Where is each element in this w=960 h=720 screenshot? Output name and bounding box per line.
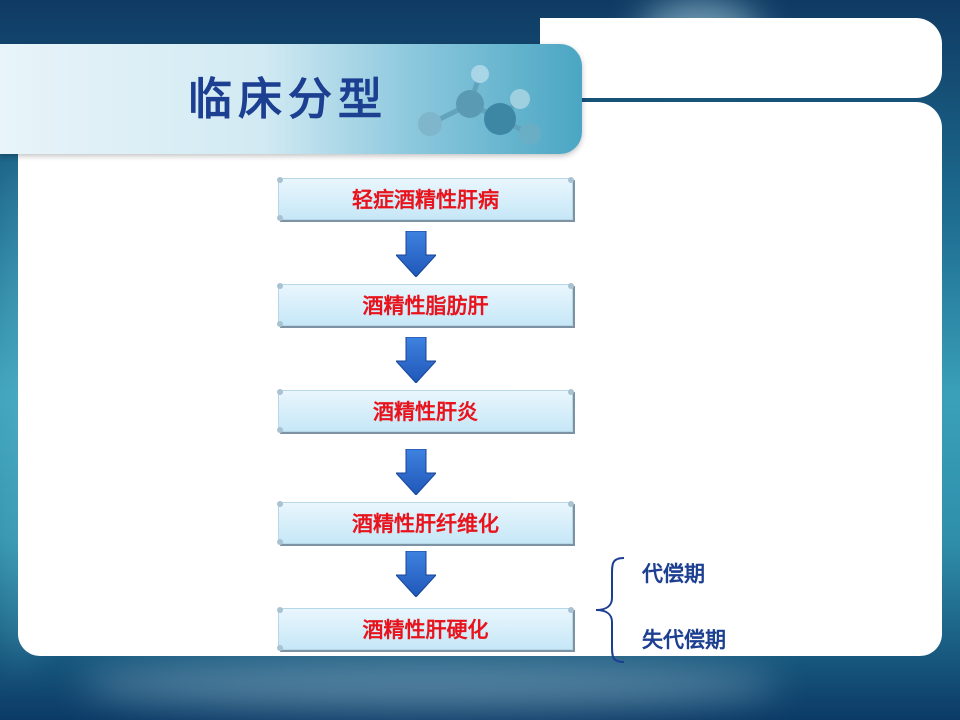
stage-box-mild: 轻症酒精性肝病	[277, 177, 574, 221]
phase-compensated: 代偿期	[642, 562, 705, 586]
background-glow	[80, 660, 780, 710]
top-header-band	[540, 18, 942, 98]
curly-brace-icon	[595, 557, 625, 663]
down-arrow-icon	[396, 449, 436, 495]
down-arrow-icon	[396, 337, 436, 383]
stage-label: 酒精性脂肪肝	[362, 294, 489, 318]
stage-label: 酒精性肝纤维化	[352, 512, 499, 536]
page-title: 临床分型	[188, 74, 388, 125]
title-banner	[0, 44, 582, 154]
stage-label: 轻症酒精性肝病	[352, 188, 499, 212]
phase-decompensated: 失代偿期	[642, 628, 726, 652]
stage-label: 酒精性肝炎	[373, 400, 478, 424]
down-arrow-icon	[396, 551, 436, 597]
stage-label: 酒精性肝硬化	[362, 618, 489, 642]
stage-box-hepatitis: 酒精性肝炎	[277, 389, 574, 433]
molecule-icon	[418, 65, 541, 145]
stage-box-cirrhosis: 酒精性肝硬化	[277, 607, 574, 651]
stage-box-fibrosis: 酒精性肝纤维化	[277, 501, 574, 545]
stage-box-fatty-liver: 酒精性脂肪肝	[277, 283, 574, 327]
down-arrow-icon	[396, 231, 436, 277]
